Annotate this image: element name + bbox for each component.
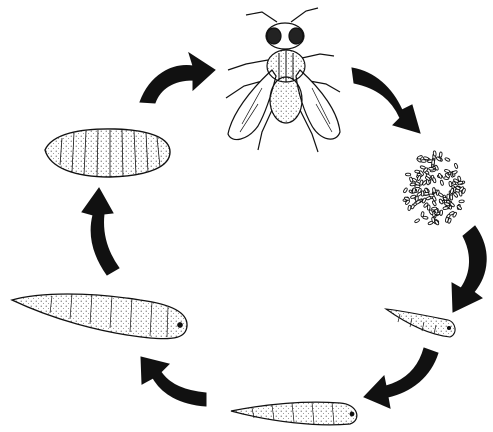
egg xyxy=(454,163,458,169)
egg xyxy=(410,183,416,186)
egg xyxy=(449,181,453,187)
egg xyxy=(415,185,420,188)
egg xyxy=(403,187,408,193)
pupa-icon xyxy=(45,129,170,177)
egg xyxy=(452,170,458,174)
egg-cluster-icon xyxy=(403,151,466,226)
egg xyxy=(432,177,436,183)
medium-larva-icon xyxy=(231,402,357,425)
egg xyxy=(444,169,450,173)
large-larva-icon xyxy=(12,294,187,339)
egg xyxy=(412,188,415,194)
egg xyxy=(429,167,434,170)
egg xyxy=(417,155,423,159)
arrow-eggs-to-first-instar xyxy=(452,226,486,312)
egg xyxy=(423,216,429,220)
egg xyxy=(432,200,437,206)
small-larva-icon xyxy=(386,309,455,337)
egg xyxy=(459,200,464,203)
egg xyxy=(440,180,444,186)
arrow-third-instar-to-pupa xyxy=(82,188,119,275)
egg xyxy=(432,196,437,202)
egg xyxy=(433,151,436,157)
egg xyxy=(450,195,453,200)
arrow-adult-to-eggs xyxy=(352,68,420,133)
egg xyxy=(427,205,430,210)
arrow-first-to-second-instar xyxy=(364,348,438,408)
egg xyxy=(431,207,437,210)
egg xyxy=(443,206,449,210)
arrow-pupa-to-adult xyxy=(140,53,215,103)
egg xyxy=(432,160,435,165)
egg xyxy=(453,192,458,198)
egg xyxy=(421,160,426,163)
egg xyxy=(444,157,450,162)
egg xyxy=(439,199,444,205)
egg xyxy=(414,218,420,223)
egg xyxy=(424,192,429,195)
egg xyxy=(438,173,443,179)
egg xyxy=(408,205,412,211)
egg xyxy=(409,177,413,183)
arrow-second-to-third-instar xyxy=(141,357,206,406)
egg xyxy=(405,173,410,176)
egg xyxy=(447,194,450,199)
egg xyxy=(416,192,422,197)
egg xyxy=(432,187,435,193)
housefly-adult-icon xyxy=(226,8,340,152)
